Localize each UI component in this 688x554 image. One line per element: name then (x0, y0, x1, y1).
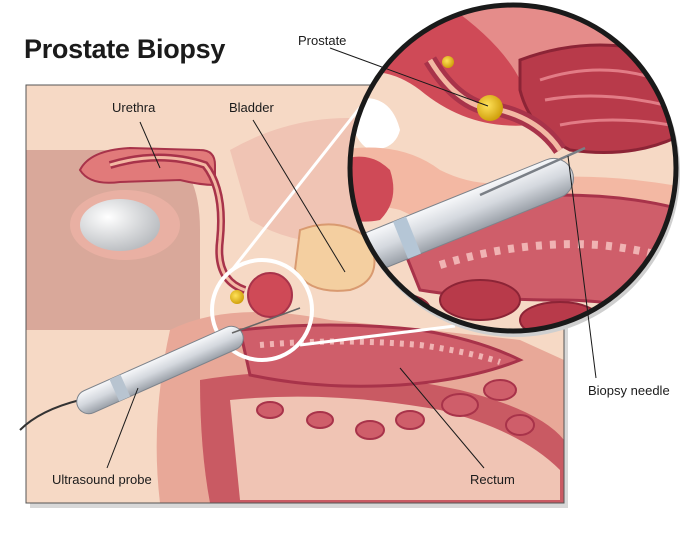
bladder-organ (293, 223, 376, 292)
label-bladder: Bladder (229, 100, 274, 115)
magnifier-ring (347, 2, 679, 334)
zoom-connector-top (230, 104, 364, 271)
prostate-gland (477, 95, 503, 121)
gland-small (230, 290, 244, 304)
label-urethra: Urethra (112, 100, 156, 115)
leader-lines (106, 47, 597, 469)
ultrasound-probe (19, 307, 301, 431)
bowel-loops (256, 379, 535, 440)
needle-small (231, 307, 301, 334)
label-ultrasound-probe: Ultrasound probe (52, 472, 152, 487)
zoom-circle-small (210, 258, 314, 362)
rectum-folds (259, 338, 501, 365)
label-biopsy-needle: Biopsy needle (588, 383, 670, 398)
biopsy-needle-line (479, 146, 586, 197)
zoom-connector-bottom (299, 324, 456, 347)
prostate-small (247, 272, 293, 318)
label-prostate: Prostate (298, 33, 347, 48)
page-title: Prostate Biopsy (24, 34, 226, 64)
label-rectum: Rectum (470, 472, 515, 487)
probe-cable (19, 399, 81, 431)
penis (78, 146, 216, 187)
testis (80, 199, 160, 251)
